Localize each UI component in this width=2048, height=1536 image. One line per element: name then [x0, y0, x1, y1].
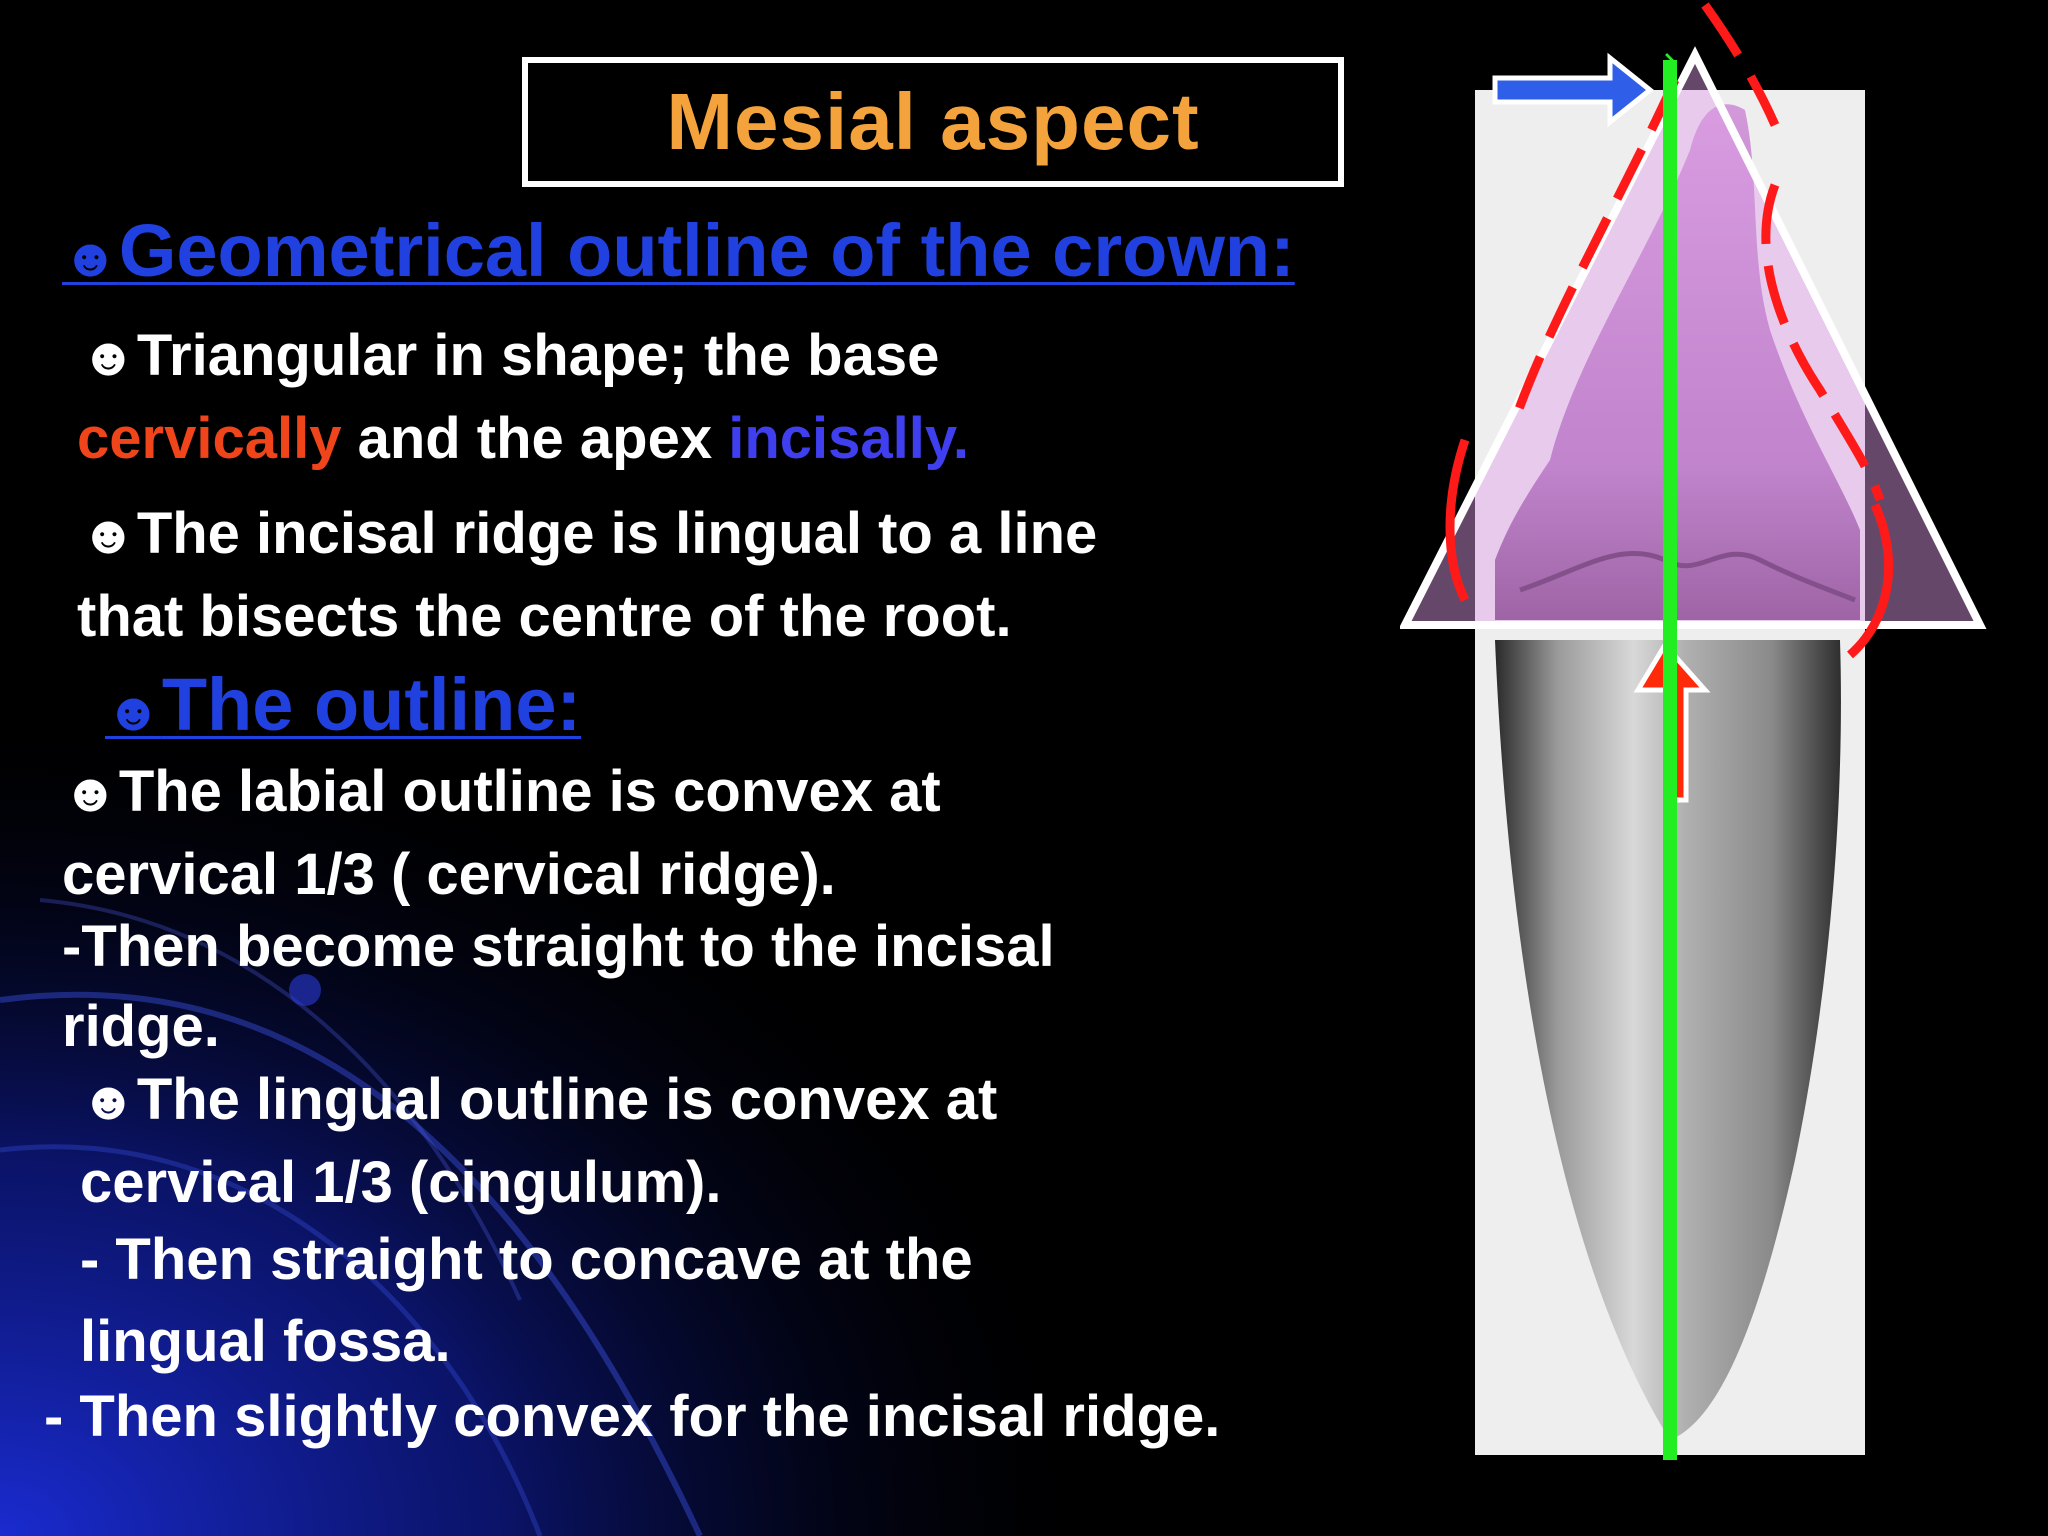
text-line: lingual fossa. — [80, 1309, 451, 1374]
text-line: ☻The lingual outline is convex at — [80, 1059, 997, 1142]
line-text: The lingual outline is convex at — [136, 1067, 998, 1132]
text-line: cervically and the apex incisally. — [77, 398, 969, 480]
bullet-smiley-icon: ☻ — [62, 228, 119, 288]
bullet-smiley-icon: ☻ — [80, 1071, 137, 1131]
red-outline-left — [1510, 78, 1680, 422]
text-line: -Then become straight to the incisal — [62, 914, 1055, 979]
red-outline-cingulum — [1846, 503, 1894, 659]
title-box: Mesial aspect — [522, 57, 1344, 187]
red-outline-right — [1701, 2, 1780, 127]
point-incisal-ridge: ☻The incisal ridge is lingual to a line … — [77, 493, 1097, 658]
white-triangle — [1400, 46, 1987, 629]
text-line: cervical 1/3 ( cervical ridge). — [62, 842, 836, 907]
bullet-smiley-icon: ☻ — [62, 763, 119, 823]
text-line: - Then straight to concave at the — [80, 1227, 973, 1292]
bullet-smiley-icon: ☻ — [105, 682, 162, 742]
text-line: cervical 1/3 (cingulum). — [80, 1150, 722, 1215]
point-lingual-convex: - Then slightly convex for the incisal r… — [44, 1376, 1220, 1458]
word-cervically: cervically — [77, 406, 342, 471]
line-text: The incisal ridge is lingual to a line — [136, 501, 1098, 566]
heading-text: The outline: — [161, 663, 582, 746]
bullet-smiley-icon: ☻ — [80, 505, 137, 565]
heading-the-outline: ☻The outline: — [105, 662, 581, 747]
red-outline-cervical-left — [1445, 438, 1470, 603]
tooth-figure — [1400, 2, 1987, 1460]
text-line: ☻Triangular in shape; the base — [80, 315, 969, 398]
point-lingual-concave: - Then straight to concave at the lingua… — [80, 1219, 973, 1383]
cingulum-line — [1519, 550, 1856, 603]
tooth-crown — [1495, 104, 1860, 621]
text-line: ☻The incisal ridge is lingual to a line — [80, 493, 1097, 576]
green-bisecting-line-top — [1665, 53, 1677, 65]
red-outline-lingual — [1761, 183, 1885, 502]
text-line: ☻The labial outline is convex at — [62, 751, 941, 834]
slide-title: Mesial aspect — [666, 77, 1200, 166]
line-text: Triangular in shape; the base — [136, 323, 940, 388]
text-line: ridge. — [62, 994, 220, 1059]
text-line: - Then slightly convex for the incisal r… — [44, 1384, 1221, 1449]
line-text: and the apex — [341, 406, 729, 471]
point-lingual-outline: ☻The lingual outline is convex at cervic… — [80, 1059, 997, 1224]
blue-arrow-right-icon — [1492, 52, 1655, 128]
heading-text: Geometrical outline of the crown: — [118, 209, 1295, 292]
heading-geometrical-outline: ☻Geometrical outline of the crown: — [62, 208, 1295, 293]
word-incisally: incisally. — [728, 406, 969, 471]
line-text: The labial outline is convex at — [118, 759, 941, 824]
point-labial-outline: ☻The labial outline is convex at cervica… — [62, 751, 941, 916]
text-line: that bisects the centre of the root. — [77, 584, 1012, 649]
bullet-smiley-icon: ☻ — [80, 327, 137, 387]
point-labial-straight: -Then become straight to the incisal rid… — [62, 907, 1055, 1067]
point-triangular-shape: ☻Triangular in shape; the base cervicall… — [77, 315, 969, 480]
